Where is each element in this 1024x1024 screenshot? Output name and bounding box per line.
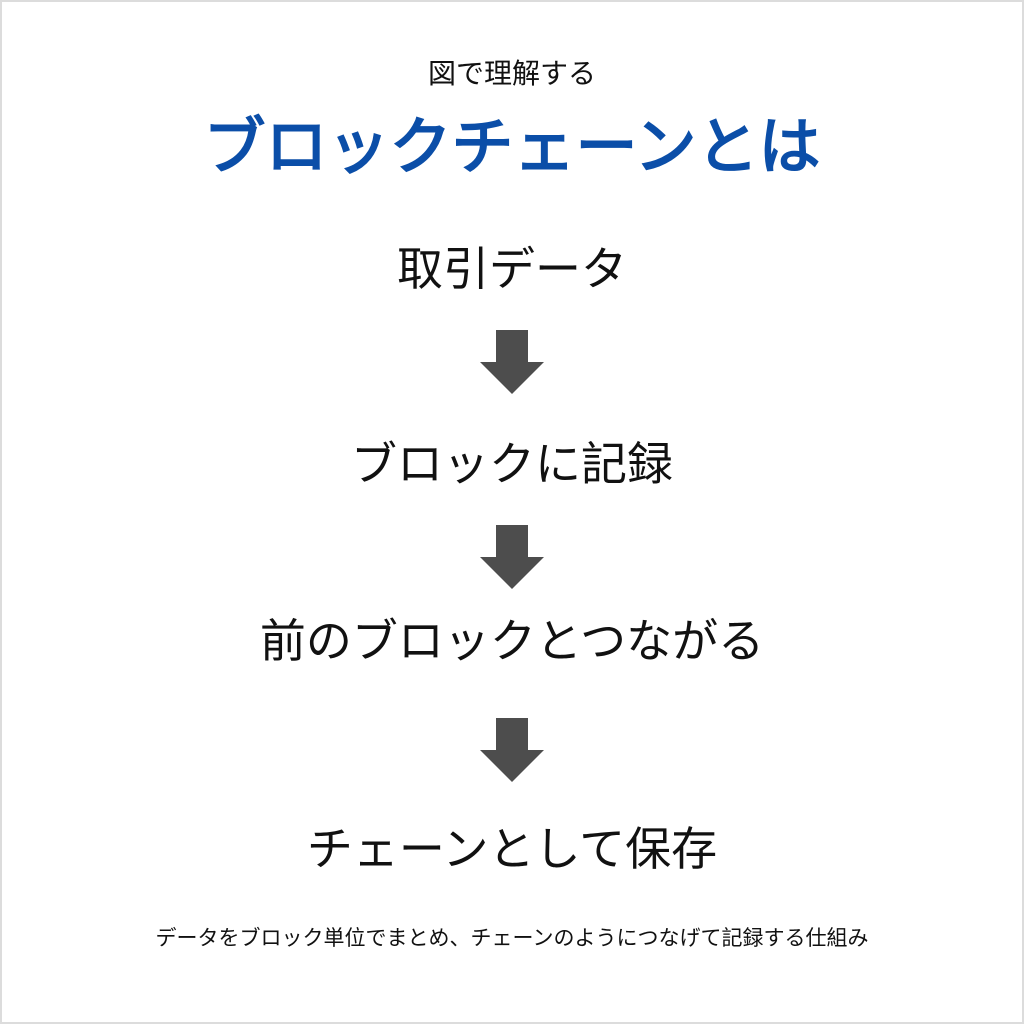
footer-caption: データをブロック単位でまとめ、チェーンのようにつなげて記録する仕組み [155, 926, 869, 950]
step-4: チェーンとして保存 [306, 822, 718, 876]
arrow-down-icon [480, 718, 544, 782]
arrow-down-icon [480, 330, 544, 394]
step-1: 取引データ [397, 242, 627, 296]
subtitle: 図で理解する [427, 57, 596, 90]
page-title: ブロックチェーンとは [203, 110, 821, 183]
arrow-down-icon [480, 525, 544, 589]
step-2: ブロックに記録 [351, 437, 673, 491]
step-3: 前のブロックとつながる [259, 614, 765, 668]
